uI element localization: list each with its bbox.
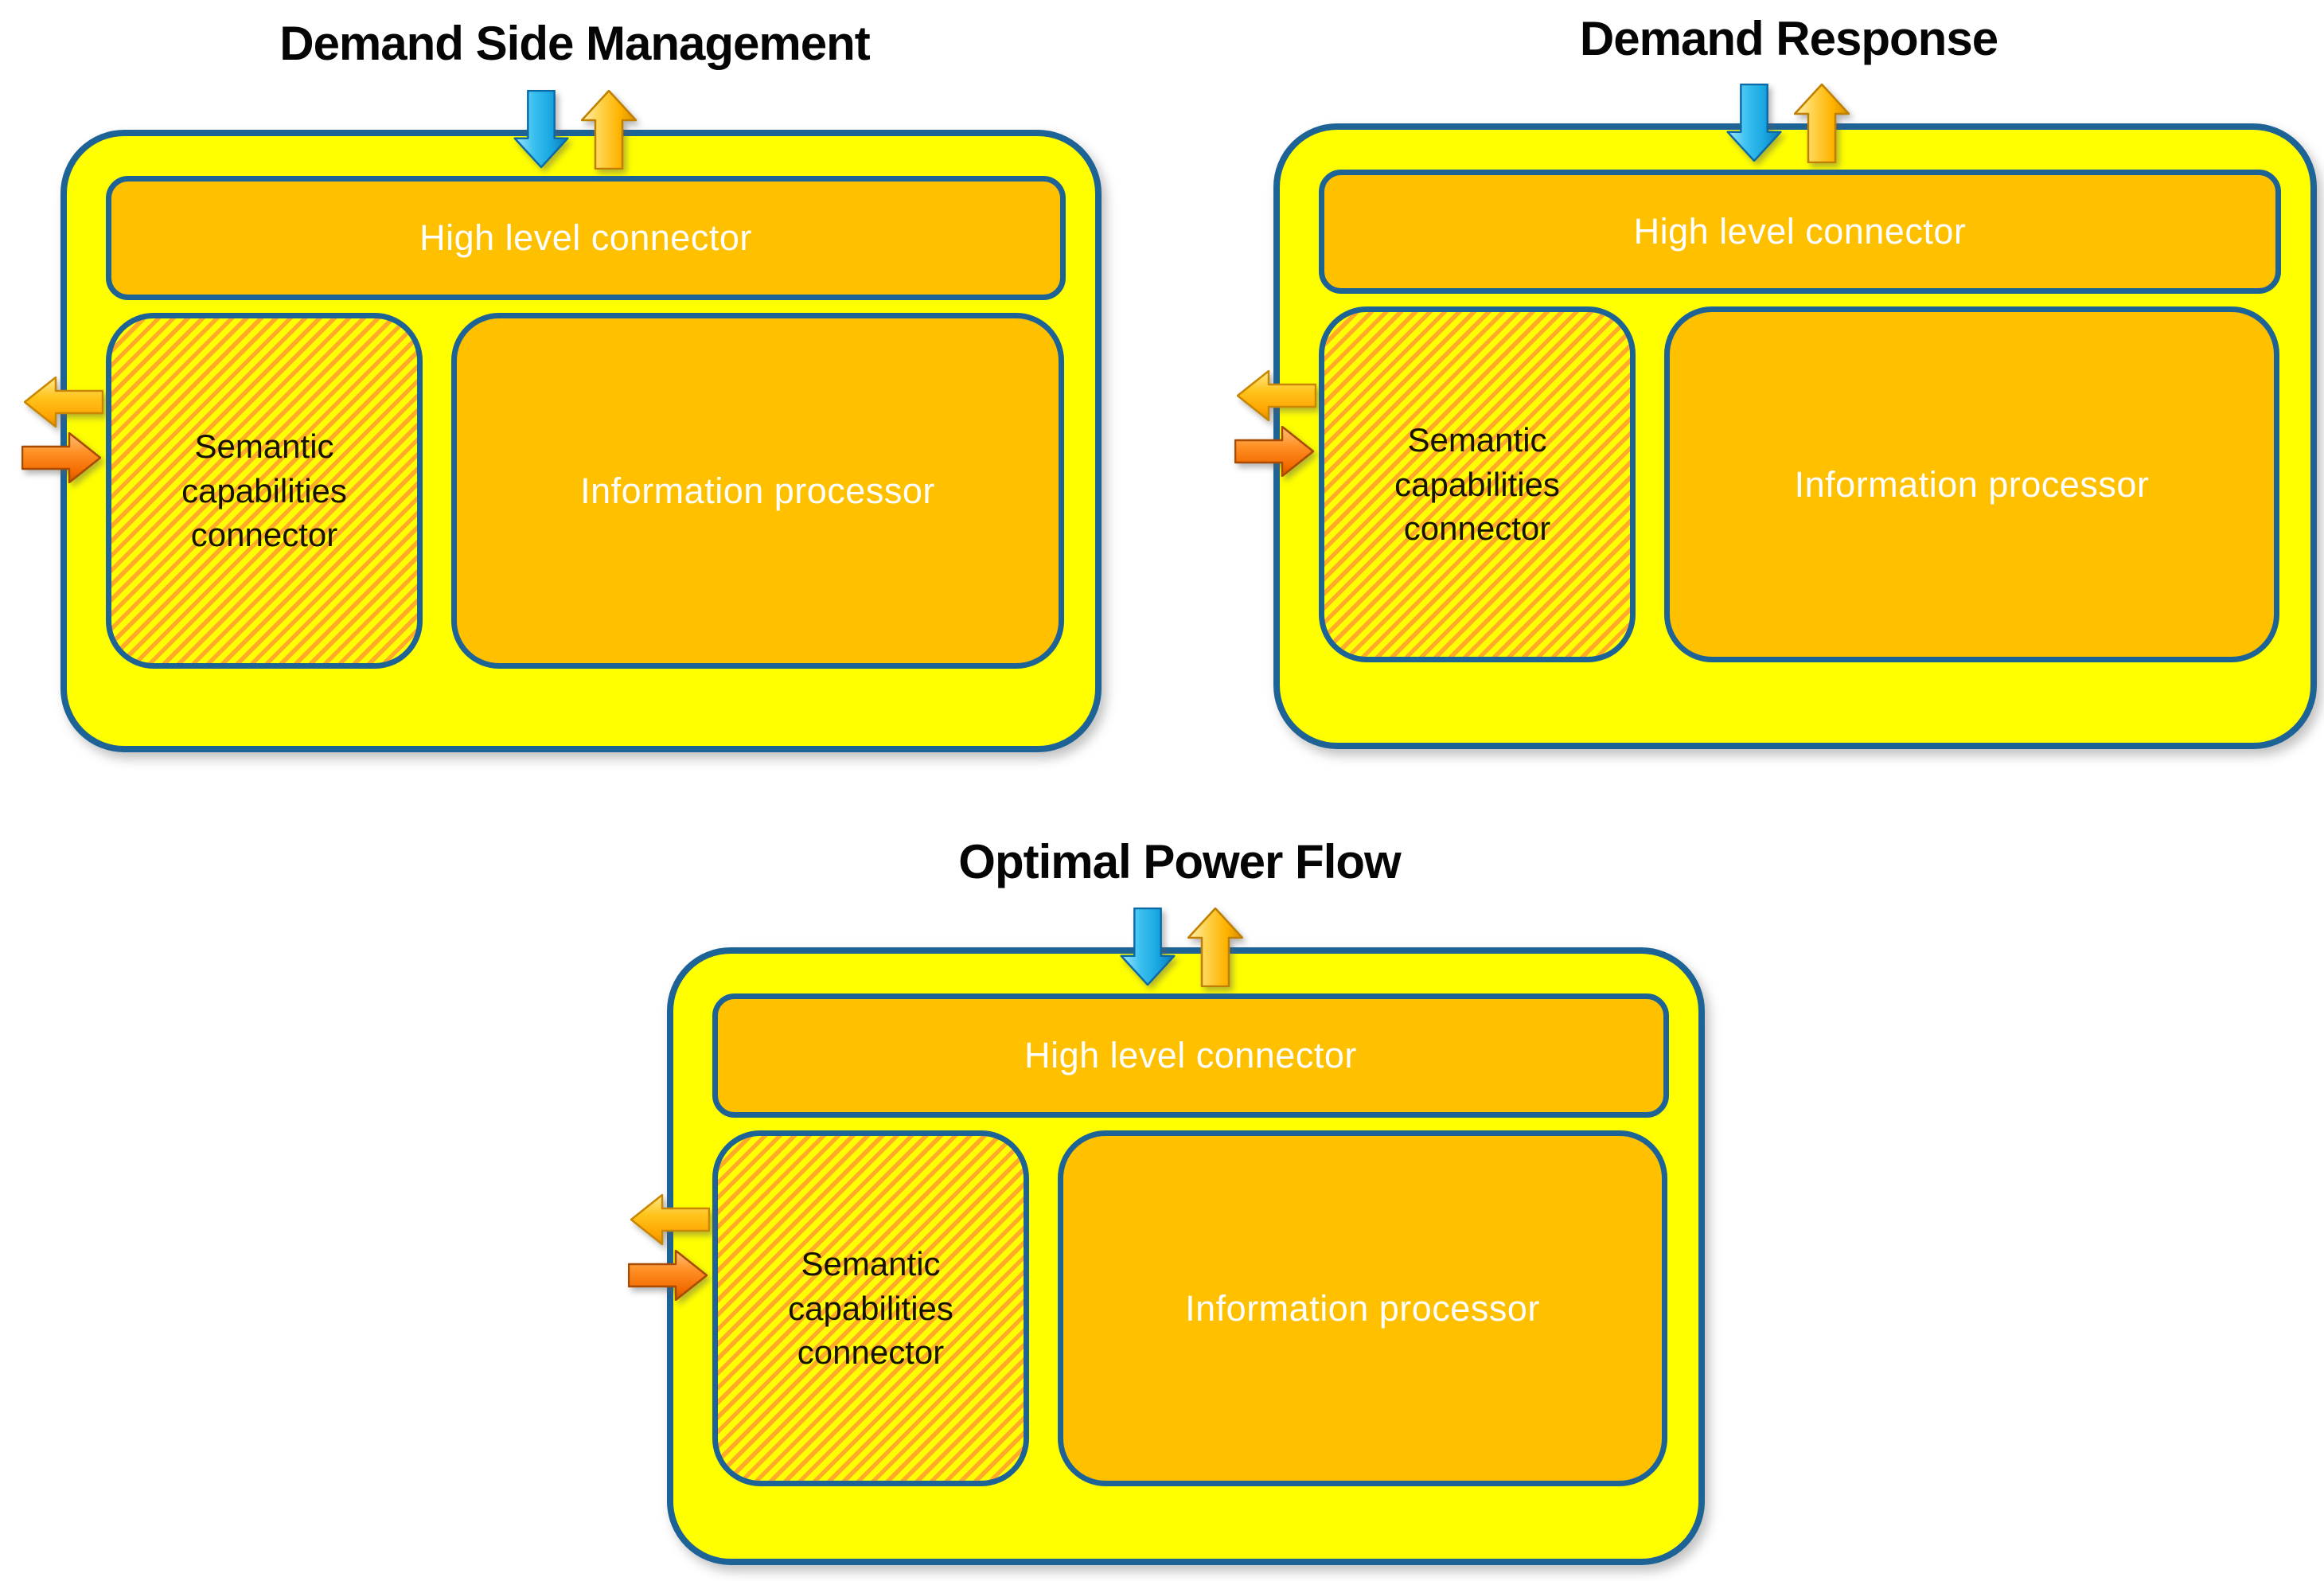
semantic-capabilities-connector-label: Semantic capabilities connector xyxy=(788,1245,953,1372)
high-level-connector-label: High level connector xyxy=(1633,211,1967,252)
up-arrow-icon xyxy=(1187,908,1243,987)
down-arrow-icon xyxy=(1120,908,1176,986)
right-arrow-icon xyxy=(21,432,101,483)
information-processor-box: Information processor xyxy=(451,313,1064,669)
up-arrow-icon xyxy=(581,90,637,170)
up-arrow-icon xyxy=(1794,84,1850,163)
semantic-capabilities-connector-box: Semantic capabilities connector xyxy=(106,313,423,669)
semantic-capabilities-connector-label: Semantic capabilities connector xyxy=(181,427,347,554)
left-arrow-icon xyxy=(24,377,103,427)
module-optimal-power-flow: High level connector Semantic capabiliti… xyxy=(628,908,1705,1565)
semantic-capabilities-connector-box: Semantic capabilities connector xyxy=(712,1130,1029,1486)
high-level-connector-box: High level connector xyxy=(106,176,1066,300)
right-arrow-icon xyxy=(628,1250,708,1301)
module-title-demand-side-management: Demand Side Management xyxy=(279,17,871,70)
right-arrow-icon xyxy=(1234,426,1314,477)
down-arrow-icon xyxy=(1726,84,1782,162)
high-level-connector-box: High level connector xyxy=(712,993,1669,1118)
left-arrow-icon xyxy=(1237,370,1316,421)
module-demand-side-management: High level connector Semantic capabiliti… xyxy=(21,90,1102,752)
information-processor-label: Information processor xyxy=(1185,1287,1540,1329)
high-level-connector-box: High level connector xyxy=(1319,170,2281,294)
high-level-connector-label: High level connector xyxy=(1024,1035,1357,1075)
semantic-capabilities-connector-box: Semantic capabilities connector xyxy=(1319,306,1636,662)
module-title-demand-response: Demand Response xyxy=(1579,12,1998,65)
information-processor-label: Information processor xyxy=(580,470,935,511)
information-processor-box: Information processor xyxy=(1058,1130,1667,1486)
information-processor-label: Information processor xyxy=(1794,463,2150,505)
module-demand-response: High level connector Semantic capabiliti… xyxy=(1234,84,2317,749)
left-arrow-icon xyxy=(630,1194,710,1245)
module-title-optimal-power-flow: Optimal Power Flow xyxy=(958,835,1401,888)
high-level-connector-label: High level connector xyxy=(419,217,752,258)
semantic-capabilities-connector-label: Semantic capabilities connector xyxy=(1394,421,1560,548)
information-processor-box: Information processor xyxy=(1664,306,2279,662)
down-arrow-icon xyxy=(513,90,569,168)
